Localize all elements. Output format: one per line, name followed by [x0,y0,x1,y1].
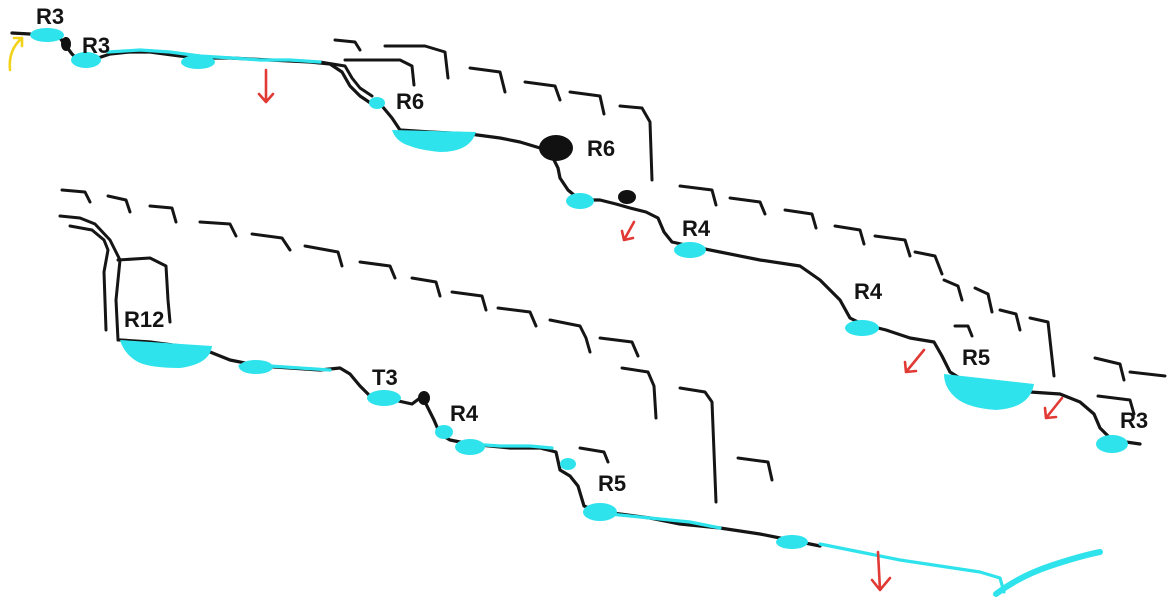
label-lower-r12: R12 [124,307,164,332]
terrace-line [450,290,488,312]
pool-r5-wide [944,374,1034,410]
terrace-line [410,276,442,298]
terrace-line [333,38,362,52]
terrace-line [620,366,658,420]
terrace-line [913,250,944,276]
label-upper-r4-b: R4 [854,279,883,304]
label-upper-r4-a: R4 [682,216,711,241]
terrace-line [1128,370,1167,378]
knickpoint [61,37,71,51]
terrace-line [998,308,1022,332]
terrace-line [1093,356,1126,382]
terrace-line [598,336,640,358]
terrace-line [60,188,92,204]
terrace-line [548,318,592,354]
terrace-line [116,256,172,324]
down-arrow-icon [1043,396,1064,420]
terrace-line [736,456,774,482]
upper-terraces [318,38,1167,416]
pool-r6-wide [392,130,476,152]
label-upper-r6-b: R6 [587,136,615,161]
pool-r5 [583,503,617,521]
terrace-line [953,324,974,338]
terrace-line [148,204,178,224]
pool [566,193,594,209]
terrace-line [783,208,818,230]
pool-r3-a [30,28,64,42]
down-arrow-icon [870,550,892,592]
upper-bed-profile [10,31,1142,446]
upper-stream-line [106,48,322,64]
terrace-line [68,224,110,332]
pool-r3-c [1096,435,1128,453]
pool-r4 [455,439,485,455]
terrace-line [578,446,610,464]
terrace-line [1096,394,1136,416]
upper-channel: R3 R3 R6 R6 R4 R4 R5 R3 [8,4,1167,453]
lower-channel: R12 T3 R4 R5 [58,188,1103,597]
terrace-line [318,60,374,98]
terrace-line [198,220,238,238]
label-lower-t3: T3 [372,365,398,390]
lower-terraces [58,188,774,504]
terrace-line [873,234,912,258]
outlet-channel [993,549,1103,597]
pool-r4-a [674,242,706,258]
terrace-line [973,286,994,314]
pool [435,425,453,439]
down-arrow-icon [620,220,636,242]
pool [239,360,273,374]
terrace-line [496,306,538,328]
label-upper-r3-c: R3 [1120,408,1148,433]
terrace-line [942,278,964,302]
knickpoint [618,190,636,204]
pool [560,458,576,470]
terrace-line [58,214,122,342]
terrace-line [358,260,397,280]
terrace-line [1028,316,1056,378]
knickpoint-large [539,135,573,161]
label-upper-r3-a: R3 [36,4,64,29]
label-upper-r3-b: R3 [82,33,110,58]
pool-r4-b [845,320,879,336]
label-lower-r5: R5 [598,471,626,496]
terrace-line [106,194,132,214]
pool [181,55,215,69]
curved-up-arrow-icon [8,36,24,72]
terrace-line [678,386,718,504]
terrace-line [523,80,562,102]
terrace-line [728,196,767,216]
terrace-line [568,90,606,116]
terrace-line [833,224,866,246]
label-upper-r6-a: R6 [396,89,424,114]
terrace-line [250,232,292,252]
pool-t3 [367,390,401,406]
down-arrow-icon [257,68,275,104]
label-lower-r4: R4 [450,401,479,426]
terrace-line [618,104,654,182]
pool-r6-a [369,97,385,109]
lower-stream-line [238,364,1006,594]
knickpoint [418,391,430,405]
pool-r3-b [71,52,101,68]
terrace-line [678,184,718,207]
terrace-line [383,44,450,80]
pool [776,535,808,549]
pool-r12-wide [120,340,212,368]
terrace-line [343,58,416,87]
label-upper-r5: R5 [962,345,990,370]
terrace-line [303,244,344,268]
terrace-line [468,66,507,94]
down-arrow-icon [903,348,926,374]
